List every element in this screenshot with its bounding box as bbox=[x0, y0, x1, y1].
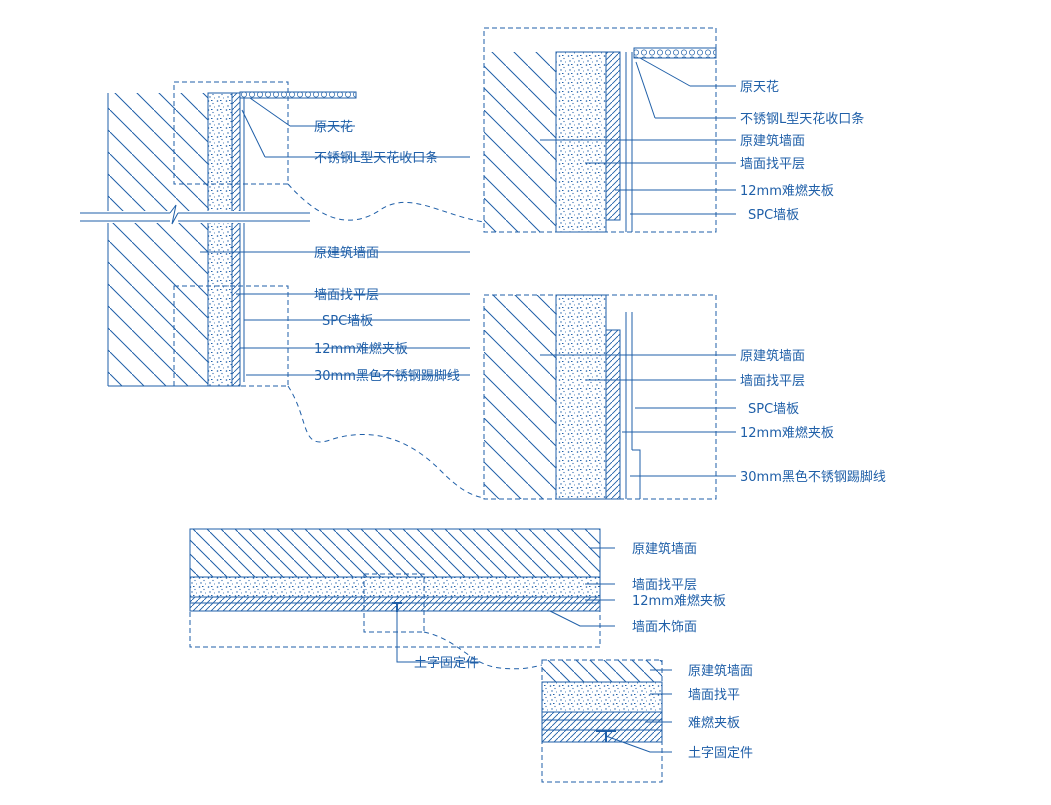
label-board12-plan: 12mm难燃夹板 bbox=[632, 593, 726, 609]
left-section-detail bbox=[80, 81, 485, 499]
top-right-detail bbox=[483, 27, 736, 233]
label-board12-left: 12mm难燃夹板 bbox=[314, 341, 408, 357]
label-fire-board-small: 难燃夹板 bbox=[688, 715, 740, 731]
label-spc-left: SPC墙板 bbox=[322, 314, 373, 329]
label-orig-ceiling-tr: 原天花 bbox=[740, 79, 779, 95]
labels-top-right: 原天花 不锈钢L型天花收口条 原建筑墙面 墙面找平层 12mm难燃夹板 SPC墙… bbox=[740, 79, 864, 223]
label-orig-wall-mr: 原建筑墙面 bbox=[740, 348, 805, 364]
label-skirting-left: 30mm黑色不锈钢踢脚线 bbox=[314, 368, 460, 384]
label-spc-tr: SPC墙板 bbox=[748, 208, 799, 223]
labels-plan: 原建筑墙面 墙面找平层 12mm难燃夹板 墙面木饰面 土字固定件 bbox=[414, 541, 726, 671]
label-orig-wall-small: 原建筑墙面 bbox=[688, 663, 753, 679]
label-spc-mr: SPC墙板 bbox=[748, 402, 799, 417]
label-ss-trim-tr: 不锈钢L型天花收口条 bbox=[740, 111, 864, 127]
label-leveling-plan: 墙面找平层 bbox=[632, 578, 697, 593]
label-ss-trim-left: 不锈钢L型天花收口条 bbox=[314, 150, 438, 166]
label-leveling-left: 墙面找平层 bbox=[314, 288, 379, 303]
label-board12-mr: 12mm难燃夹板 bbox=[740, 425, 834, 441]
label-wood-finish-plan: 墙面木饰面 bbox=[632, 620, 697, 635]
label-skirting-mr: 30mm黑色不锈钢踢脚线 bbox=[740, 469, 886, 485]
label-orig-wall-left: 原建筑墙面 bbox=[314, 245, 379, 261]
label-board12-tr: 12mm难燃夹板 bbox=[740, 183, 834, 199]
label-orig-wall-plan: 原建筑墙面 bbox=[632, 541, 697, 557]
small-plan-detail bbox=[541, 659, 672, 783]
label-leveling-mr: 墙面找平层 bbox=[740, 374, 805, 389]
label-orig-ceiling-left: 原天花 bbox=[314, 119, 353, 135]
label-cross-fixing-small: 土字固定件 bbox=[688, 746, 753, 761]
labels-middle-right: 原建筑墙面 墙面找平层 SPC墙板 12mm难燃夹板 30mm黑色不锈钢踢脚线 bbox=[740, 348, 886, 485]
label-cross-fixing-plan: 土字固定件 bbox=[414, 656, 479, 671]
labels-left: 原天花 不锈钢L型天花收口条 原建筑墙面 墙面找平层 SPC墙板 12mm难燃夹… bbox=[314, 119, 460, 384]
plan-detail bbox=[189, 528, 615, 670]
label-orig-wall-tr: 原建筑墙面 bbox=[740, 133, 805, 149]
labels-small-plan: 原建筑墙面 墙面找平 难燃夹板 土字固定件 bbox=[688, 663, 753, 761]
label-leveling-tr: 墙面找平层 bbox=[740, 157, 805, 172]
middle-right-detail bbox=[483, 294, 736, 500]
label-leveling-small: 墙面找平 bbox=[688, 688, 740, 703]
